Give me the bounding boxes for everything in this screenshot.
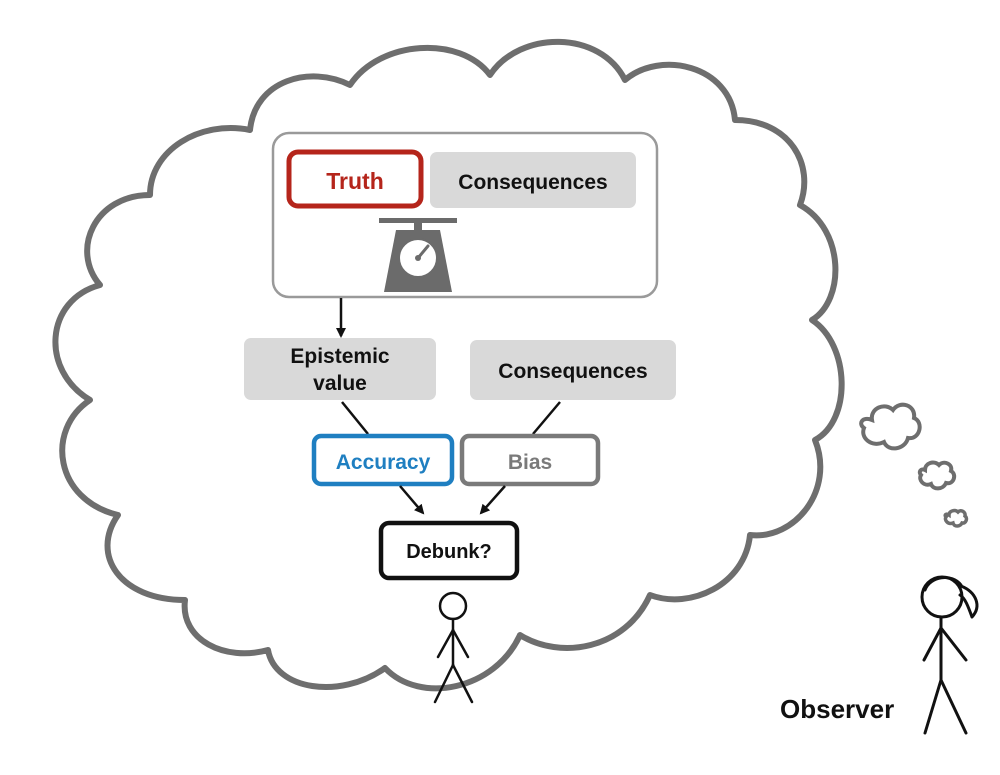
truth-label: Truth bbox=[326, 168, 384, 194]
accuracy-label: Accuracy bbox=[336, 451, 431, 474]
bias-label: Bias bbox=[508, 451, 552, 474]
thought-bubble-small bbox=[943, 508, 969, 528]
truth-box: Truth bbox=[286, 149, 424, 209]
consequences-label-middle: Consequences bbox=[498, 360, 647, 383]
consequences-box-middle: Consequences bbox=[470, 340, 676, 400]
observer-label: Observer bbox=[780, 694, 894, 724]
scale-panel: Truth Consequences bbox=[271, 131, 659, 299]
debunk-box: Debunk? bbox=[378, 520, 520, 581]
arrow-accuracy-to-debunk bbox=[399, 485, 425, 515]
thought-bubble-medium bbox=[917, 460, 957, 491]
accuracy-box: Accuracy bbox=[311, 433, 455, 487]
epistemic-label-line1: Epistemic bbox=[290, 345, 390, 368]
line-consequences-to-bias bbox=[532, 401, 561, 435]
weighing-scale-icon bbox=[379, 218, 457, 292]
thought-bubble-large bbox=[859, 402, 922, 451]
debunk-label: Debunk? bbox=[406, 541, 492, 563]
consequences-box-top: Consequences bbox=[430, 152, 636, 208]
epistemic-label-line2: value bbox=[313, 372, 367, 395]
stick-figure-icon bbox=[433, 591, 474, 704]
line-epistemic-to-accuracy bbox=[341, 401, 369, 435]
consequences-label-top: Consequences bbox=[458, 171, 607, 194]
epistemic-value-box: Epistemic value bbox=[244, 338, 436, 400]
stick-figure-ponytail-icon bbox=[920, 575, 979, 735]
bias-box: Bias bbox=[459, 433, 601, 487]
arrow-bias-to-debunk bbox=[479, 485, 506, 515]
